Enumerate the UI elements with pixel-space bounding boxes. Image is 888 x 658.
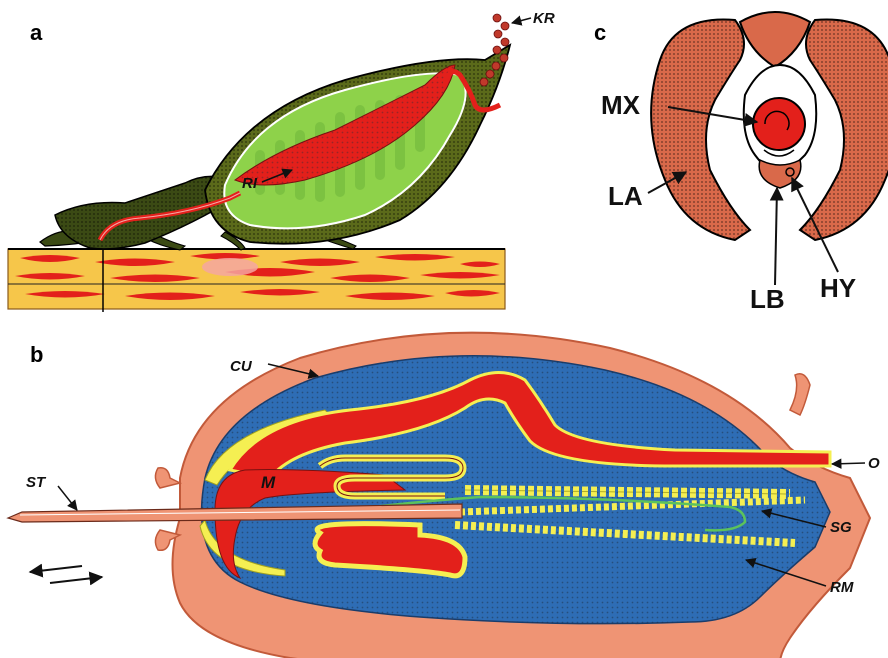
label-kr: KR [533,10,555,27]
label-st: ST [26,474,47,491]
panel-c: c MX LA LB HY [594,12,888,314]
panel-c-letter: c [594,20,606,45]
panel-a: a [8,10,555,312]
movement-arrows [30,566,102,583]
host-tissue [8,236,505,312]
maxilla-circle [753,98,805,150]
pointer-o [832,463,865,464]
label-lb: LB [750,284,785,314]
label-ri: RI [242,175,258,192]
pointer-kr [512,18,531,23]
pointer-st [58,486,77,510]
label-la: LA [608,181,643,211]
panel-b: b [8,333,880,658]
label-o: O [868,455,880,472]
panel-a-letter: a [30,20,43,45]
tick-body [40,14,510,250]
label-m: M [261,473,276,492]
pointer-lb [775,188,777,285]
label-mx: MX [601,90,641,120]
label-hy: HY [820,273,856,303]
label-sg: SG [830,519,852,536]
label-rm: RM [830,579,854,596]
panel-b-letter: b [30,342,43,367]
label-cu: CU [230,358,253,375]
